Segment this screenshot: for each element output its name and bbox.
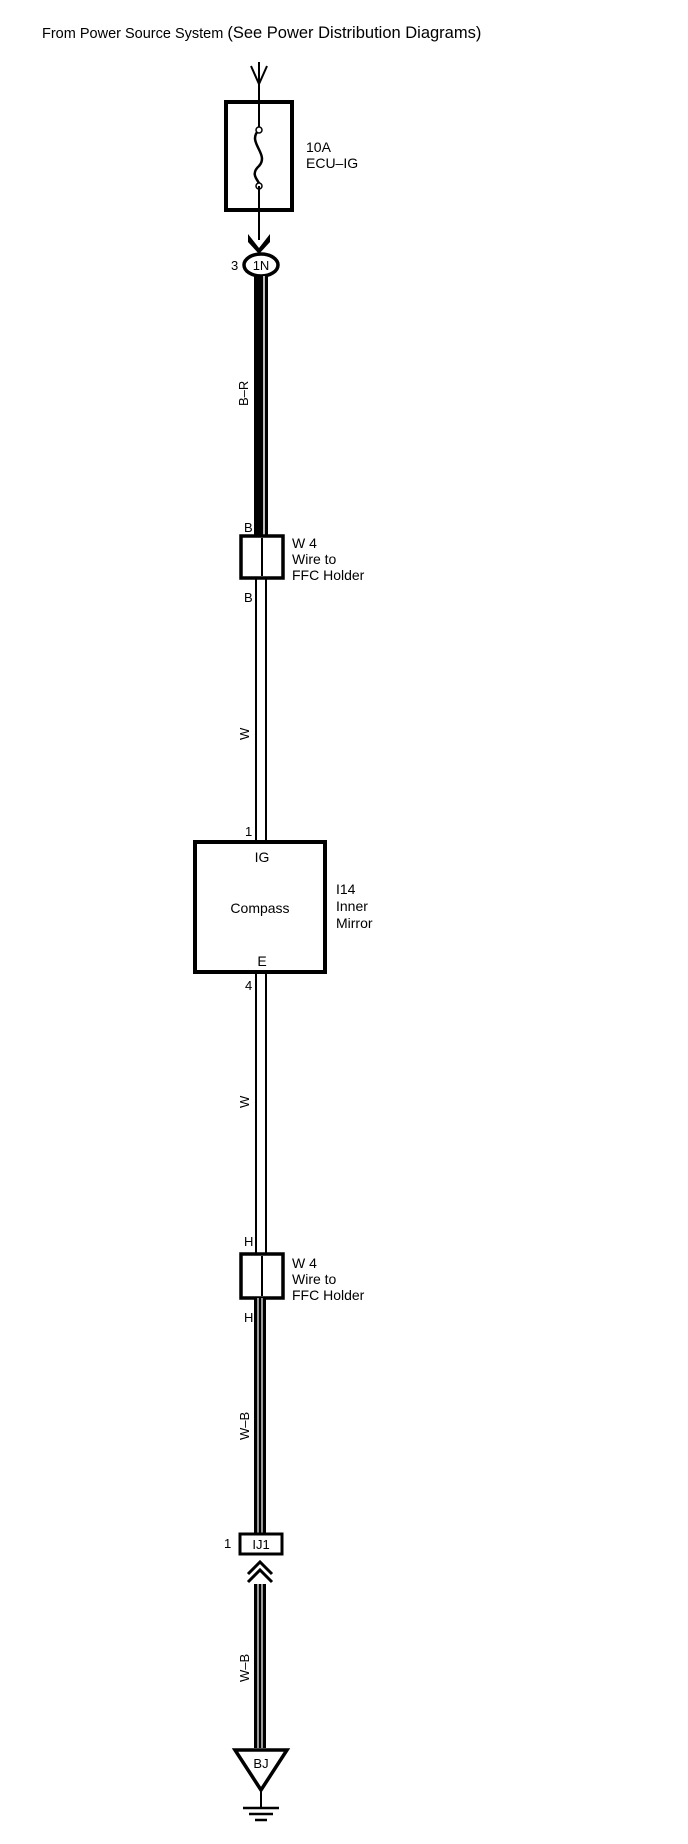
ground-code: BJ (253, 1756, 268, 1771)
wire-w-lower (255, 972, 267, 1256)
wire-w-b-bottom-label: W–B (237, 1654, 252, 1682)
mirror-line1: Inner (336, 898, 368, 914)
mirror-id: I14 (336, 881, 356, 897)
header: From Power Source System (See Power Dist… (42, 24, 481, 43)
junction-chevron-icon (246, 1559, 274, 1584)
fuse-icon (253, 129, 264, 187)
ffc-lower-line1: Wire to (292, 1271, 337, 1287)
power-input-arrow (250, 62, 268, 106)
wire-w-upper-label: W (237, 727, 252, 740)
junction-pin: 1 (224, 1536, 231, 1551)
compass-label: Compass (230, 900, 289, 916)
wire-b-r (254, 276, 268, 538)
fuse-rating: 10A (306, 139, 332, 155)
see-diagrams-text: (See Power Distribution Diagrams) (227, 24, 482, 42)
ffc-upper-id: W 4 (292, 535, 317, 551)
mirror-terminal-in: IG (255, 849, 270, 865)
ffc-upper-pin-top: B (244, 520, 253, 535)
fuse-name: ECU–IG (306, 155, 358, 171)
ffc-upper-line2: FFC Holder (292, 567, 365, 583)
fuse-box (224, 100, 294, 212)
junction-code: IJ1 (252, 1537, 269, 1552)
connector-chevron-icon (248, 234, 270, 254)
wire-w-b-bottom (254, 1584, 266, 1748)
ffc-upper-line1: Wire to (292, 551, 337, 567)
source-text: From Power Source System (42, 26, 224, 42)
ground-icon (243, 1790, 279, 1822)
wire-w-lower-label: W (237, 1095, 252, 1108)
compass-box (193, 840, 327, 974)
wire-b-r-label: B–R (236, 381, 251, 406)
connector-1n-pin: 3 (231, 258, 238, 273)
wire-w-b-upper-label: W–B (237, 1412, 252, 1440)
ffc-lower-id: W 4 (292, 1255, 317, 1271)
ffc-lower-pin-top: H (244, 1234, 253, 1249)
connector-1n-code: 1N (253, 258, 270, 273)
junction-ij1 (238, 1532, 284, 1556)
ffc-lower-pin-bottom: H (244, 1310, 253, 1325)
mirror-pin-out: 4 (245, 978, 252, 993)
wire-w-b-upper (254, 1298, 266, 1540)
mirror-line2: Mirror (336, 915, 373, 931)
wire-w-upper (255, 578, 267, 842)
mirror-pin-in: 1 (245, 824, 252, 839)
ground-bj-triangle (231, 1748, 291, 1794)
ffc-upper-pin-bottom: B (244, 590, 253, 605)
mirror-terminal-out: E (257, 953, 266, 969)
ffc-lower-line2: FFC Holder (292, 1287, 365, 1303)
